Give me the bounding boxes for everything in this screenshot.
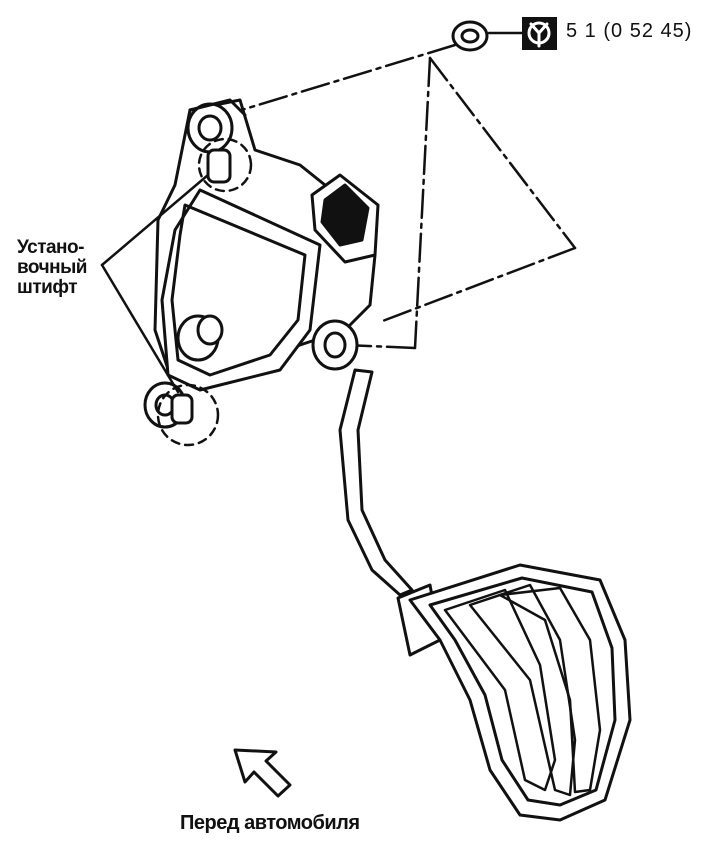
torque-spec-label: 5 1 (0 52 45) [566,20,693,42]
locating-pin-label-line-1: Устано- [17,237,84,258]
locating-pin-label-line-2: вочный [17,257,87,278]
locating-pin-highlights [156,137,253,447]
front-direction-arrow-icon [233,748,292,798]
locating-pin-label-line-3: штифт [17,277,78,298]
torque-wrench-icon [522,17,557,50]
dashed-line-return [378,246,577,324]
dashed-line-top [233,43,457,114]
pedal-sensor-housing [143,98,380,429]
dashed-line-vertical [413,56,432,350]
vehicle-front-label: Перед автомобиля [180,812,360,834]
dashed-line-diagonal [428,56,577,250]
alignment-dashed-lines [233,43,577,350]
locating-pin-leaders [100,173,210,394]
pedal-pad [408,563,632,822]
flange-nut [451,20,489,52]
